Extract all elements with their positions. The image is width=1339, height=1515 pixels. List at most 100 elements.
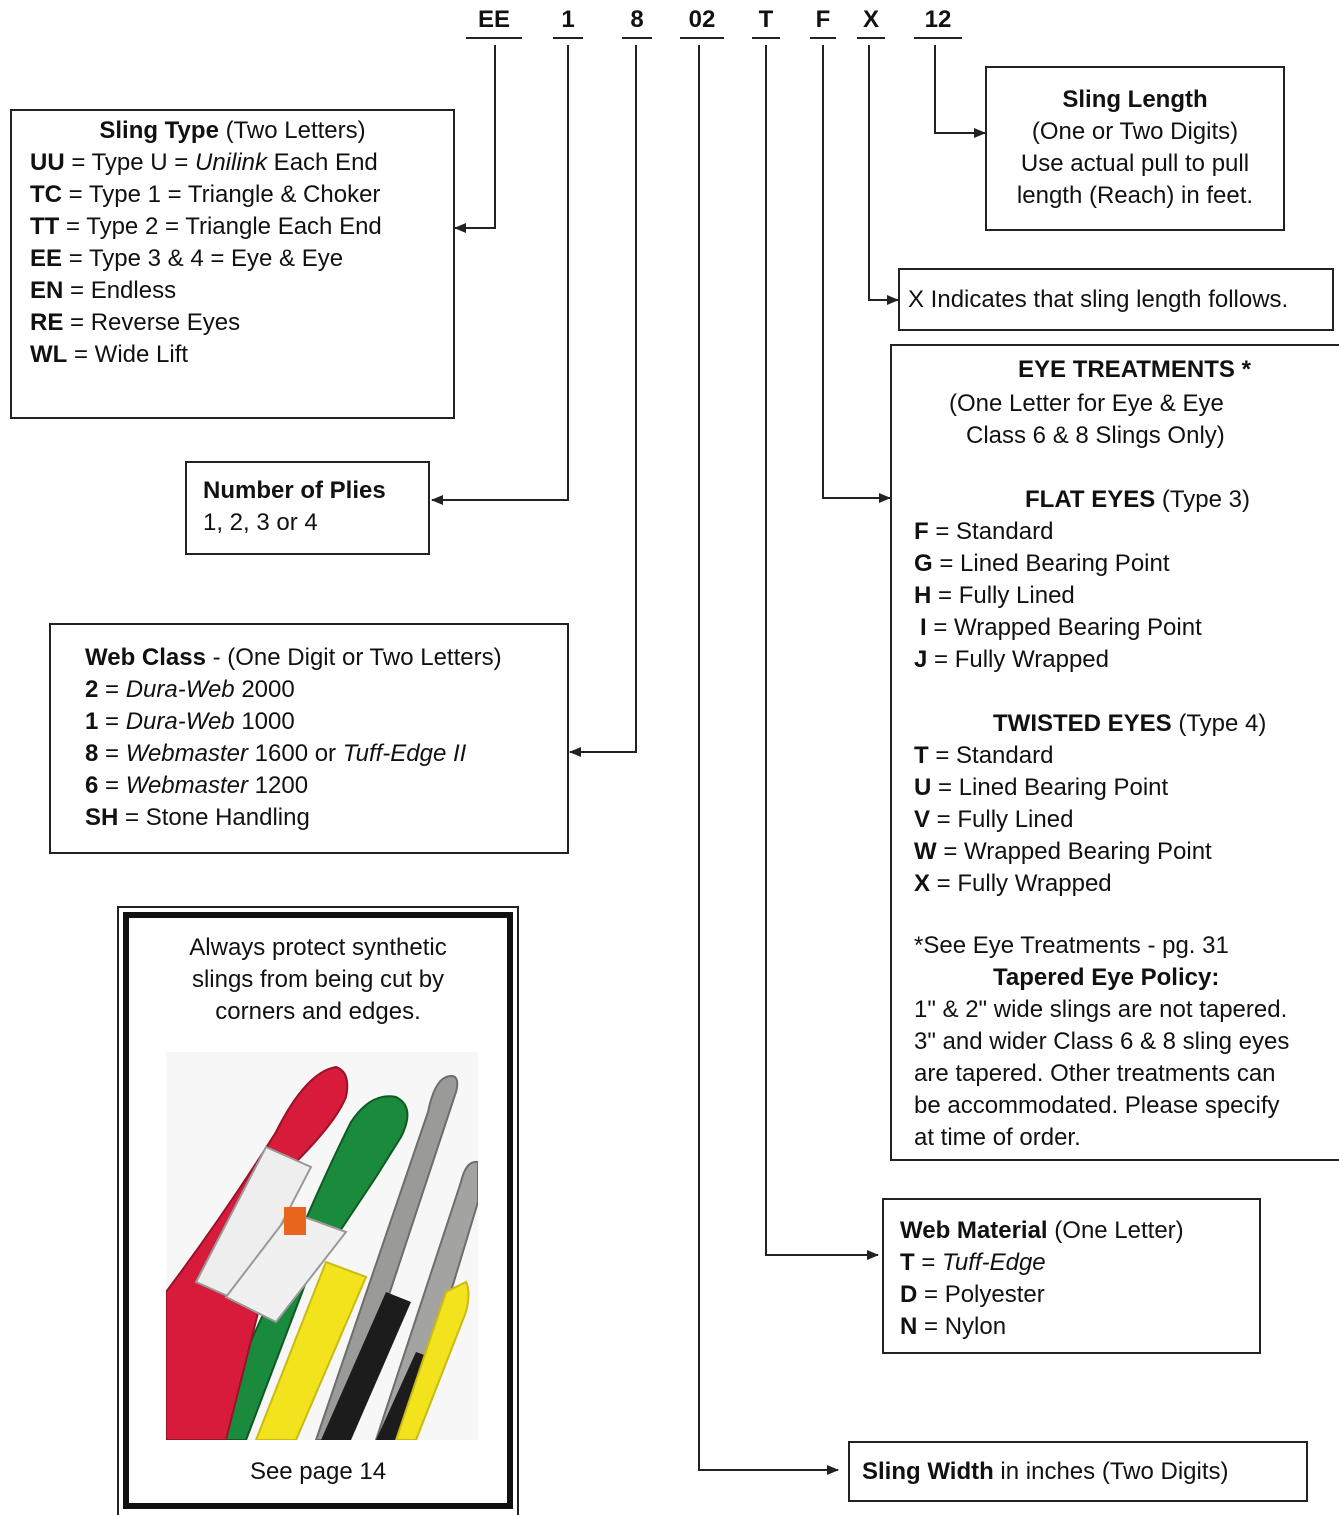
item-code: EN bbox=[30, 277, 64, 304]
list-item: V = Fully Lined bbox=[914, 804, 1073, 836]
connector-length-indicator bbox=[868, 45, 899, 305]
list-item: 2 = Dura-Web 2000 bbox=[85, 674, 295, 706]
item-text: = Standard bbox=[928, 518, 1054, 545]
eye-treatments-box: EYE TREATMENTS * (One Letter for Eye & E… bbox=[890, 344, 1339, 1161]
sling-length-title: Sling Length bbox=[1062, 86, 1208, 113]
sling-length-line: Use actual pull to pull bbox=[1020, 150, 1250, 177]
see-eye-treatments-note: *See Eye Treatments - pg. 31 bbox=[914, 932, 1229, 959]
item-code: F bbox=[914, 518, 929, 545]
sling-type-subtitle: (Two Letters) bbox=[225, 117, 366, 144]
connector-web-material bbox=[765, 45, 879, 1260]
gray-sling bbox=[374, 1160, 478, 1440]
white-wrap bbox=[194, 1145, 313, 1304]
protect-slings-inner-frame: Always protect synthetic slings from bei… bbox=[123, 912, 513, 1509]
list-item: G = Lined Bearing Point bbox=[914, 548, 1170, 580]
policy-line: 1" & 2" wide slings are not tapered. bbox=[914, 996, 1288, 1023]
protect-slings-outer-frame: Always protect synthetic slings from bei… bbox=[117, 906, 519, 1515]
item-code: J bbox=[914, 646, 928, 673]
list-item: SH = Stone Handling bbox=[85, 802, 310, 834]
sling-type-title: Sling Type bbox=[99, 117, 219, 144]
yellow-sling bbox=[394, 1280, 470, 1440]
item-code: 1 bbox=[85, 708, 99, 735]
sling-length-line: (One or Two Digits) bbox=[1031, 118, 1239, 145]
list-item: J = Fully Wrapped bbox=[914, 644, 1109, 676]
web-class-box: Web Class - (One Digit or Two Letters) 2… bbox=[49, 623, 569, 854]
web-class-subtitle: - (One Digit or Two Letters) bbox=[205, 644, 502, 671]
item-text: = Fully Lined bbox=[930, 806, 1074, 833]
policy-line: at time of order. bbox=[914, 1124, 1081, 1151]
item-code: U bbox=[914, 774, 932, 801]
item-text: = Endless bbox=[70, 277, 177, 304]
sling-type-heading: Sling Type (Two Letters) bbox=[12, 115, 453, 147]
list-item: EN = Endless bbox=[30, 275, 176, 307]
black-sleeve bbox=[321, 1292, 411, 1440]
item-text: = Type 1 = Triangle & Choker bbox=[68, 181, 381, 208]
item-text: Polyester bbox=[944, 1281, 1045, 1308]
item-text: = Fully Wrapped bbox=[930, 870, 1112, 897]
item-code: EE bbox=[30, 245, 63, 272]
item-text: = Fully Wrapped bbox=[927, 646, 1109, 673]
item-code: UU bbox=[30, 149, 65, 176]
item-code: D bbox=[900, 1281, 918, 1308]
item-text: = bbox=[98, 708, 126, 735]
item-text: 2000 bbox=[234, 676, 295, 703]
item-code: TC bbox=[30, 181, 62, 208]
list-item: 1 = Dura-Web 1000 bbox=[85, 706, 295, 738]
list-item: 6 = Webmaster 1200 bbox=[85, 770, 308, 802]
list-item: WL = Wide Lift bbox=[30, 339, 188, 371]
item-text: Each End bbox=[267, 149, 378, 176]
item-text: = Type U = bbox=[71, 149, 195, 176]
sling-length-line: length (Reach) in feet. bbox=[1016, 182, 1254, 209]
item-brand: Tuff-Edge II bbox=[342, 740, 467, 767]
code-length-indicator: X bbox=[862, 6, 879, 33]
code-eye-treatment: F bbox=[815, 6, 831, 33]
item-text: 1600 or bbox=[247, 740, 343, 767]
code-underline bbox=[466, 37, 522, 39]
plies-values: 1, 2, 3 or 4 bbox=[203, 509, 318, 536]
web-class-heading: Web Class - (One Digit or Two Letters) bbox=[85, 642, 502, 674]
item-code: RE bbox=[30, 309, 64, 336]
code-web-class: 8 bbox=[630, 6, 644, 33]
white-wrap bbox=[224, 1210, 348, 1324]
item-brand: Unilink bbox=[194, 149, 268, 176]
sling-width-description: in inches (Two Digits) bbox=[993, 1458, 1229, 1485]
list-item: TC = Type 1 = Triangle & Choker bbox=[30, 179, 380, 211]
item-text: = Fully Lined bbox=[931, 582, 1075, 609]
web-material-heading: Web Material (One Letter) bbox=[900, 1215, 1184, 1247]
list-item: 8 = Webmaster 1600 or Tuff-Edge II bbox=[85, 738, 466, 770]
item-text: Nylon bbox=[944, 1313, 1007, 1340]
sling-width-box: Sling Width in inches (Two Digits) bbox=[848, 1441, 1308, 1502]
item-code: T bbox=[914, 742, 929, 769]
number-of-plies-box: Number of Plies 1, 2, 3 or 4 bbox=[185, 461, 430, 555]
yellow-sleeve bbox=[254, 1260, 368, 1440]
sling-width-title: Sling Width bbox=[862, 1458, 994, 1485]
tapered-eye-policy-title: Tapered Eye Policy: bbox=[993, 964, 1220, 991]
item-code: N bbox=[900, 1313, 918, 1340]
connector-plies bbox=[431, 45, 569, 505]
list-item: T = Tuff-Edge bbox=[900, 1247, 1046, 1279]
protect-footer: See page 14 bbox=[249, 1458, 387, 1485]
item-text: 1200 bbox=[247, 772, 309, 799]
list-item: T = Standard bbox=[914, 740, 1053, 772]
protect-text-line: slings from being cut by bbox=[191, 966, 445, 993]
item-code: TT bbox=[30, 213, 60, 240]
flat-eyes-type: (Type 3) bbox=[1155, 486, 1250, 513]
item-brand: Webmaster bbox=[125, 772, 248, 799]
list-item: I = Wrapped Bearing Point bbox=[920, 612, 1202, 644]
item-code: H bbox=[914, 582, 932, 609]
item-text: = Wrapped Bearing Point bbox=[936, 838, 1212, 865]
policy-line: 3" and wider Class 6 & 8 sling eyes bbox=[914, 1028, 1290, 1055]
flat-eyes-title: FLAT EYES bbox=[1025, 486, 1156, 513]
item-text: 1000 bbox=[234, 708, 295, 735]
code-underline bbox=[622, 37, 652, 39]
item-code: WL bbox=[30, 341, 68, 368]
item-code: V bbox=[914, 806, 931, 833]
twisted-eyes-heading: TWISTED EYES (Type 4) bbox=[993, 708, 1266, 740]
item-text: = Lined Bearing Point bbox=[931, 774, 1169, 801]
item-text: = Wrapped Bearing Point bbox=[926, 614, 1202, 641]
list-item: TT = Type 2 = Triangle Each End bbox=[30, 211, 382, 243]
item-text: = Type 2 = Triangle Each End bbox=[66, 213, 382, 240]
policy-line: are tapered. Other treatments can bbox=[914, 1060, 1276, 1087]
twisted-eyes-type: (Type 4) bbox=[1171, 710, 1267, 737]
